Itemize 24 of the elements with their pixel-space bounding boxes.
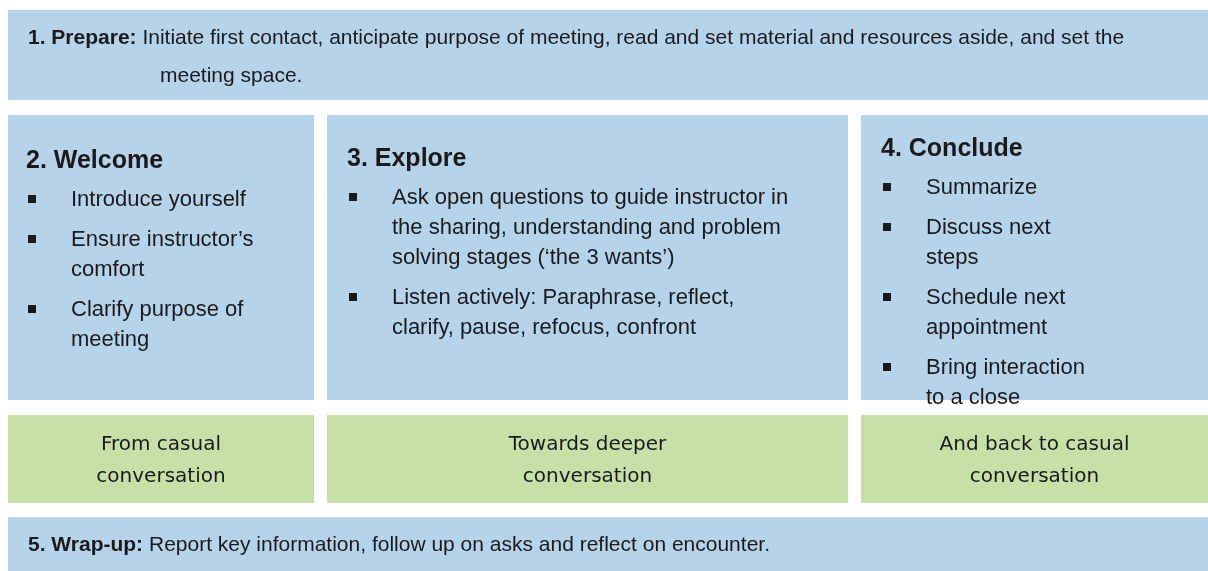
conversation-text: Towards deeper conversation	[507, 430, 668, 489]
bullet-item: Bring interaction to a close	[881, 352, 1108, 412]
conversation-text: And back to casual conversation	[938, 430, 1131, 489]
step-heading: 4. Conclude	[881, 133, 1024, 162]
step-heading: 2. Welcome	[26, 145, 165, 174]
bullet-item: Ask open questions to guide instructor in the sharing, understanding and problem solving stages (‘the 3 wants’)	[347, 182, 798, 272]
step-band	[8, 10, 1208, 100]
bullet-item: Discuss next steps	[881, 212, 1108, 272]
step-text: 1. Prepare: Initiate first contact, anticipate purpose of meeting, read and set material and resources aside, and set the meeting space.	[27, 24, 1126, 88]
bullet-item: Introduce yourself	[26, 184, 284, 214]
step-panel	[327, 115, 848, 400]
step-text: 5. Wrap-up: Report key information, follow up on asks and reflect on encounter.	[27, 531, 771, 557]
step-heading: 3. Explore	[347, 143, 468, 172]
bullet-item: Schedule next appointment	[881, 282, 1108, 342]
conversation-band	[861, 415, 1208, 503]
conversation-band	[8, 415, 314, 503]
bullet-item: Clarify purpose of meeting	[26, 294, 284, 354]
conversation-text: From casual conversation	[95, 430, 227, 489]
bullet-item: Summarize	[881, 172, 1108, 202]
step-band	[8, 517, 1208, 571]
bullet-item: Listen actively: Paraphrase, reflect, clarify, pause, refocus, confront	[347, 282, 798, 342]
conversation-band	[327, 415, 848, 503]
bullet-item: Ensure instructor’s comfort	[26, 224, 284, 284]
step-panel	[8, 115, 314, 400]
